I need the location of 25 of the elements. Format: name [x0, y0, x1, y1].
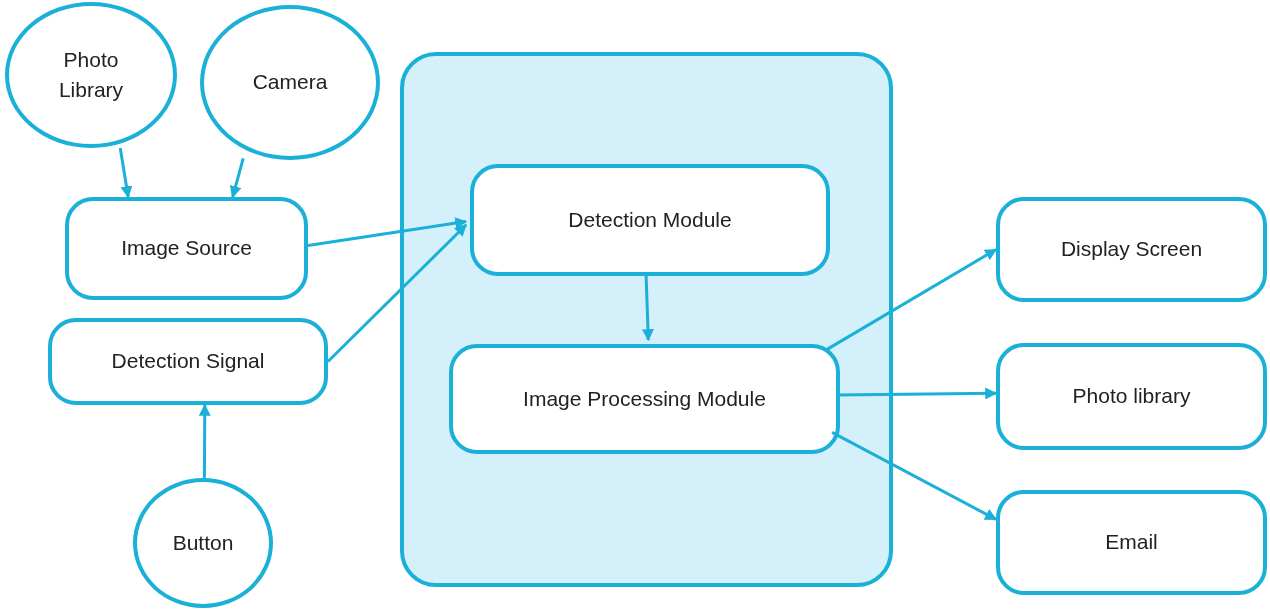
arrow: [326, 223, 468, 363]
arrow: [198, 403, 211, 478]
container-panel: [400, 52, 893, 587]
node-label: Image Processing Module: [523, 385, 766, 412]
arrow: [307, 217, 468, 247]
rounded-box: [449, 344, 840, 454]
node-label: Button: [171, 529, 235, 556]
rounded-box: [996, 490, 1267, 595]
rounded-box: [996, 197, 1267, 302]
node-label: Photo library: [1072, 383, 1191, 410]
rounded-box: [65, 197, 308, 300]
arrow: [118, 147, 133, 199]
node-label: Detection Module: [568, 206, 732, 233]
rounded-box: [470, 164, 830, 276]
node-label: Detection Signal: [111, 348, 265, 375]
node-label: Image Source: [121, 235, 252, 262]
node-label: Email: [1105, 529, 1158, 556]
node-label: Display Screen: [1060, 236, 1203, 263]
arrow: [229, 158, 245, 199]
rounded-box: [996, 343, 1267, 450]
node-label: Camera: [251, 69, 329, 96]
arrow: [825, 248, 998, 352]
rounded-box: [48, 318, 328, 405]
node-label: Photo Library: [57, 46, 125, 103]
arrow: [831, 431, 998, 521]
